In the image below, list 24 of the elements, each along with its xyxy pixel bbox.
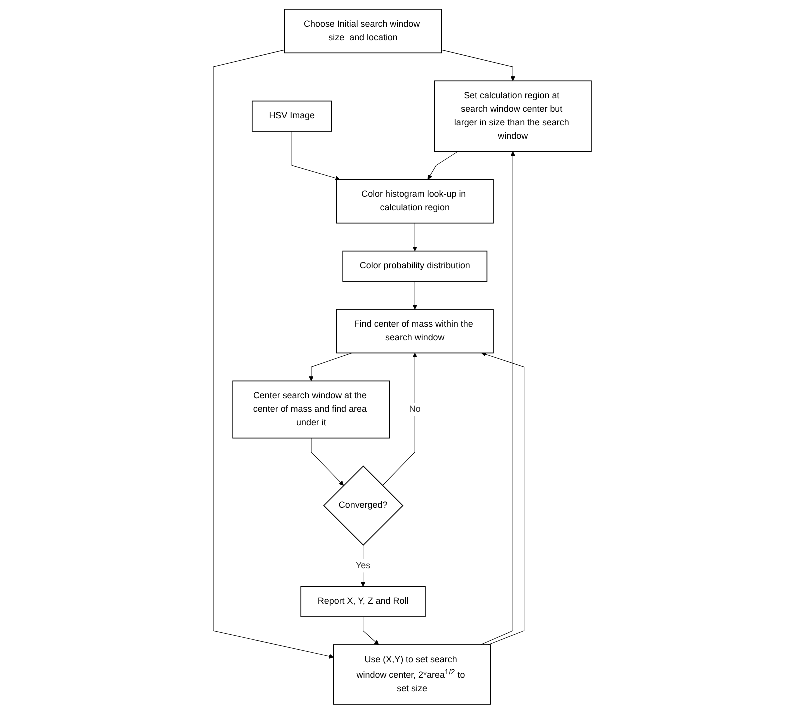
arrow <box>311 438 344 486</box>
arrow <box>412 281 418 310</box>
node-box: Choose Initial search window size and location <box>284 9 442 54</box>
arrow <box>213 50 334 659</box>
edge-label: No <box>409 404 421 414</box>
arrow <box>480 151 516 646</box>
node-box: Find center of mass within the search window <box>336 309 494 354</box>
node-box: Color histogram look-up in calculation region <box>336 179 494 224</box>
node-box: Report X, Y, Z and Roll <box>300 586 426 618</box>
edge-label: Yes <box>356 561 371 571</box>
arrow <box>309 352 352 382</box>
node-box: Use (X,Y) to set search window center, 2*area$^{1/2}$ to set size <box>334 644 492 705</box>
arrow <box>481 352 525 646</box>
arrow <box>441 50 516 82</box>
arrow <box>363 616 380 646</box>
node-box: HSV Image <box>252 100 332 132</box>
node-diamond: Converged? <box>323 466 404 546</box>
node-box: Set calculation region at search window center but larger in size than the search window <box>434 80 592 152</box>
arrow <box>292 131 340 181</box>
node-box: Center search window at the center of mass and find area under it <box>232 380 390 439</box>
node-box: Color probability distribution <box>342 250 488 282</box>
arrow <box>382 353 418 486</box>
arrow <box>412 223 418 252</box>
arrow <box>428 151 458 180</box>
